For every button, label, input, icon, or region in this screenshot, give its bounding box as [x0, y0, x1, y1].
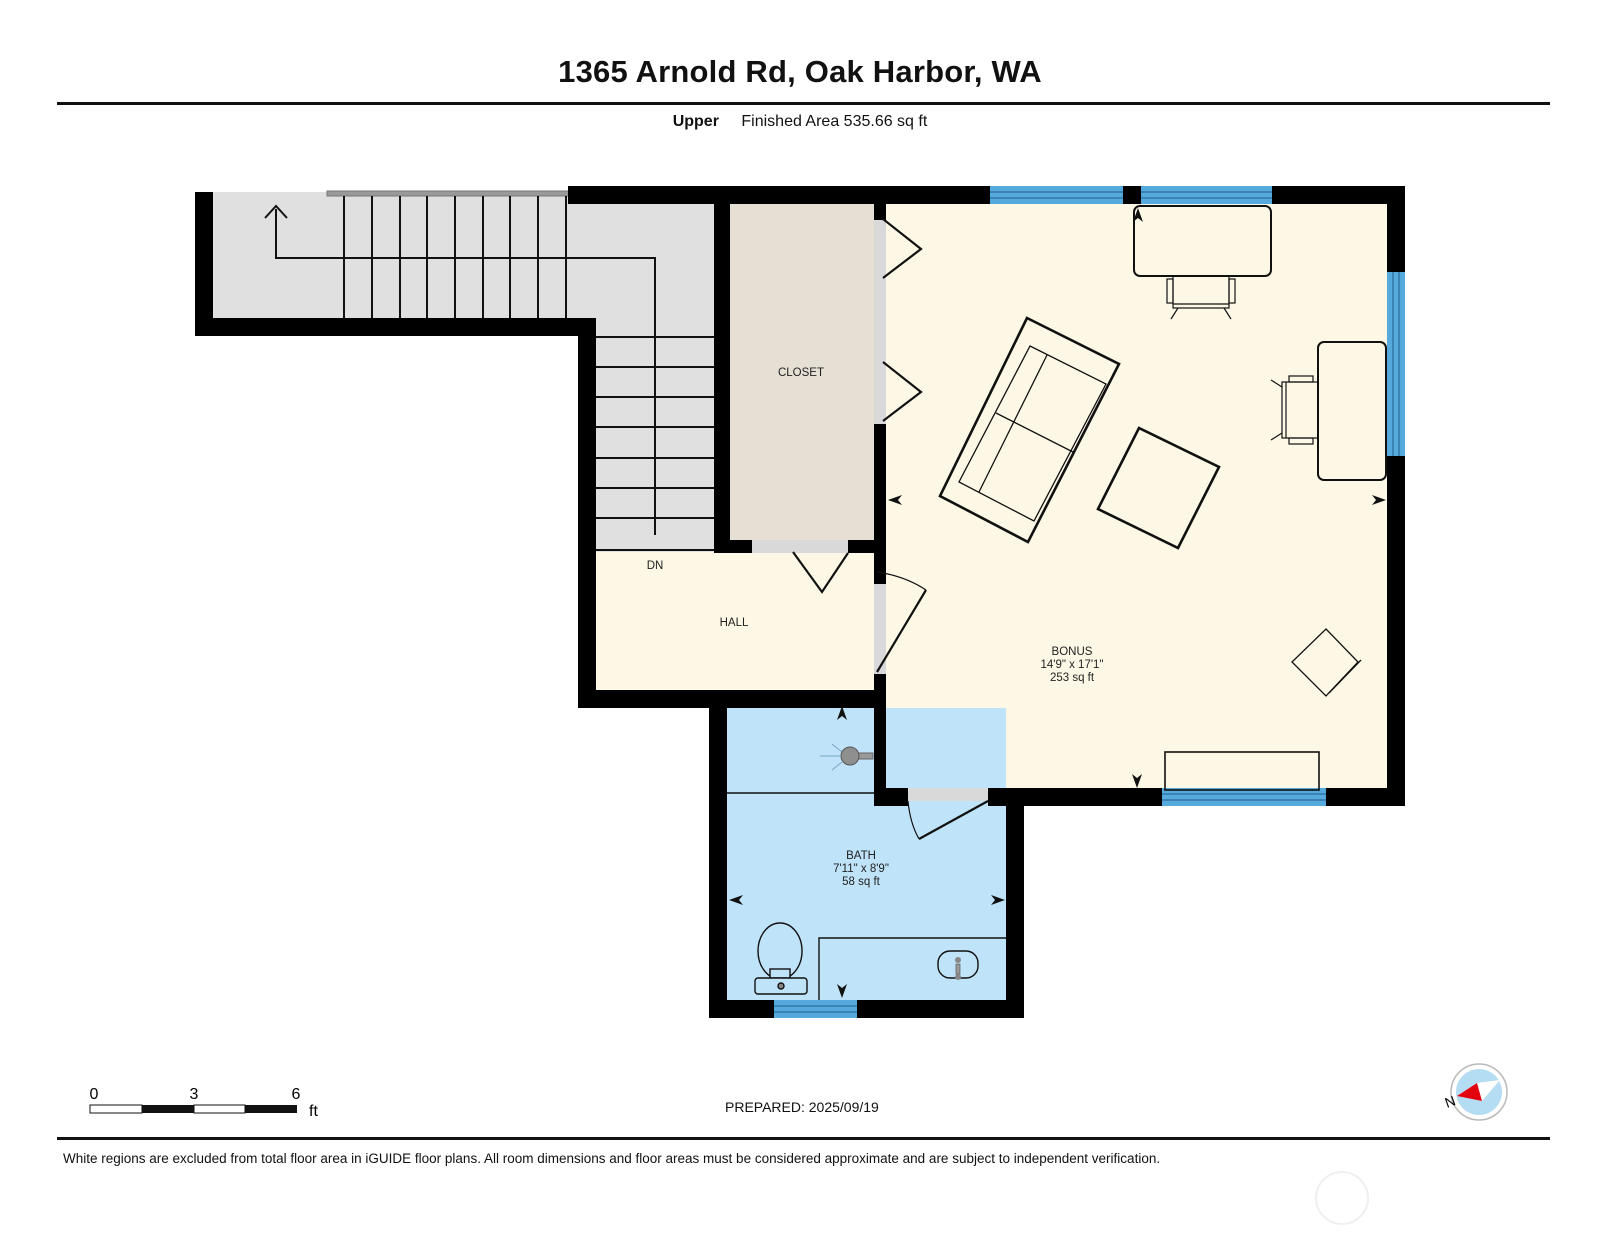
scale-tick-3: 3 — [190, 1086, 199, 1103]
scale-unit: ft — [309, 1103, 318, 1120]
compass-icon: N — [1443, 1063, 1508, 1121]
arrow-bath-bottom-icon — [837, 984, 847, 998]
disclaimer-text: White regions are excluded from total fl… — [63, 1151, 1161, 1166]
room-labels: CLOSET HALL DN BONUS 14'9" x 17'1" 253 s… — [647, 367, 1104, 888]
sink-icon — [937, 950, 979, 980]
arrow-bath-top-icon — [837, 706, 847, 720]
dimension-arrows — [729, 208, 1386, 998]
stairs-area — [213, 192, 730, 552]
prepared-date: PREPARED: 2025/09/19 — [725, 1099, 879, 1115]
sofa — [938, 316, 1121, 544]
scale-tick-6: 6 — [292, 1086, 301, 1103]
hall-floor — [596, 552, 874, 690]
room-area-bath: 58 sq ft — [842, 876, 881, 888]
doors — [752, 218, 989, 840]
media-console — [1164, 751, 1320, 791]
closet-bifold-opening-upper — [874, 220, 886, 424]
windows — [774, 186, 1405, 1018]
hall-bonus-door-swing — [876, 571, 927, 591]
bifold-door-1 — [882, 218, 923, 279]
scale-tick-0: 0 — [90, 1086, 99, 1103]
floor-level: Upper — [672, 113, 719, 130]
stairs-down-label: DN — [647, 560, 664, 572]
shower-head-icon — [820, 743, 874, 771]
room-name-bath: BATH — [846, 850, 876, 862]
arrow-bath-left-icon — [729, 895, 743, 905]
closet-bifold-door — [792, 551, 849, 594]
room-name-closet: CLOSET — [778, 367, 824, 379]
bifold-door-2 — [882, 361, 923, 422]
header-divider — [57, 102, 1550, 105]
bath-door — [918, 800, 989, 840]
window-top-right — [1141, 186, 1272, 204]
stair-railing — [326, 190, 571, 197]
hall-bonus-door — [876, 589, 927, 673]
arrow-bonus-right-icon — [1372, 495, 1386, 505]
bath-door-opening — [908, 788, 988, 801]
bonus-floor — [886, 204, 1387, 788]
room-area-bonus: 253 sq ft — [1050, 672, 1095, 684]
watermark-icon — [1315, 1171, 1369, 1225]
stair-walkline — [275, 209, 656, 535]
bonus-furniture — [938, 205, 1387, 791]
window-top-left — [990, 186, 1123, 204]
chair-right — [1270, 375, 1319, 445]
bath-fixtures — [727, 743, 1006, 1000]
room-dims-bath: 7'11" x 8'9" — [833, 863, 889, 875]
chair-top — [1166, 275, 1236, 320]
room-name-bonus: BONUS — [1052, 646, 1093, 658]
ottoman — [1096, 426, 1221, 550]
hall-bonus-opening — [874, 584, 886, 674]
stair-up-arrow-icon — [264, 204, 288, 219]
closet-bottom-opening — [752, 540, 848, 553]
toilet-icon — [754, 922, 808, 995]
bath-door-swing — [907, 800, 920, 840]
room-dims-bonus: 14'9" x 17'1" — [1040, 659, 1103, 671]
room-name-hall: HALL — [720, 617, 749, 629]
arrow-bonus-top-icon — [1133, 208, 1143, 222]
page-title: 1365 Arnold Rd, Oak Harbor, WA — [558, 54, 1042, 89]
window-bath — [774, 1000, 857, 1018]
room-fills — [213, 192, 1387, 1000]
window-right — [1387, 272, 1405, 456]
arrow-bath-right-icon — [991, 895, 1005, 905]
arrow-bonus-bottom-icon — [1132, 774, 1142, 788]
side-table — [1291, 628, 1362, 697]
floor-summary: Upper Finished Area 535.66 sq ft — [0, 113, 1600, 131]
footer-divider — [57, 1137, 1550, 1140]
scale-bar: 0 3 6 ft — [89, 1086, 318, 1120]
window-bonus-bottom — [1162, 788, 1326, 806]
arrow-bonus-left-icon — [888, 495, 902, 505]
closet-floor — [730, 204, 874, 540]
staircase — [264, 190, 714, 551]
finished-area: Finished Area 535.66 sq ft — [741, 113, 928, 130]
